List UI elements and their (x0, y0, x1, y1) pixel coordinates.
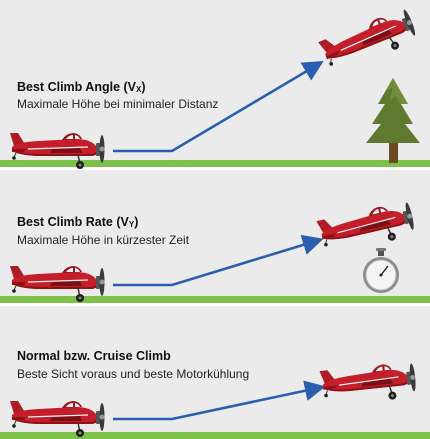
ground-strip-3 (0, 432, 430, 439)
airplane-icon (9, 265, 106, 303)
climb-path-arrow-2 (113, 234, 324, 287)
airplane-icon (315, 199, 418, 258)
ground-strip-2 (0, 296, 430, 303)
section-1-description: Maximale Höhe bei minimaler Distanz (17, 97, 219, 111)
section-3-title: Normal bzw. Cruise Climb (17, 349, 171, 363)
section-2-description: Maximale Höhe in kürzester Zeit (17, 233, 190, 247)
section-1-ground-airplane (9, 132, 106, 170)
section-2-title: Best Climb Rate (VY) (17, 215, 139, 229)
airplane-icon (317, 6, 420, 77)
airplane-icon (9, 400, 106, 438)
section-3-description: Beste Sicht voraus und beste Motorkühlun… (17, 367, 250, 381)
airplane-icon (318, 360, 418, 408)
ground-strip-1 (0, 160, 430, 167)
tree-icon (366, 78, 420, 163)
section-1-title: Best Climb Angle (VX) (17, 80, 146, 94)
section-divider (0, 303, 430, 306)
section-divider (0, 167, 430, 170)
climb-path-arrow-1 (113, 61, 324, 153)
climb-path-arrow-3 (113, 380, 326, 421)
stopwatch-icon (363, 248, 399, 293)
airplane-icon (9, 132, 106, 170)
